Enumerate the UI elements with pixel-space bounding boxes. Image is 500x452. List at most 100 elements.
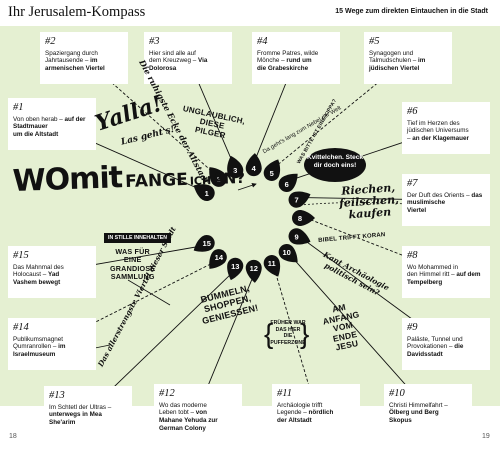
pin-number: 15 (203, 239, 211, 248)
stop-highlight: Via Dolorosa (149, 57, 208, 72)
pin-number: 6 (285, 180, 289, 189)
pin-number: 11 (268, 259, 276, 268)
stop-highlight: nördlich der Altstadt (277, 409, 334, 424)
stop-box-8: #8 Wo Mohammed in den Himmel ritt – auf d… (402, 246, 490, 298)
stop-highlight: Ölberg und Berg Skopus (389, 409, 439, 424)
location-pin-11: 11 (263, 255, 281, 277)
stop-text: Im Schtetl der Ultras – (49, 403, 112, 411)
location-pin-13: 13 (227, 257, 244, 281)
stop-number: #5 (369, 36, 380, 47)
page-subtitle: 15 Wege zum direkten Eintauchen in die S… (335, 8, 488, 15)
stop-text: Spaziergang durch Jahrtausende – (45, 49, 98, 65)
stop-highlight: unterwegs in Mea She'arim (49, 411, 102, 426)
location-pin-14: 14 (209, 249, 227, 269)
header-band (0, 0, 500, 26)
pin-icon (278, 173, 298, 192)
stop-text: Christi Himmelfahrt – (389, 401, 448, 409)
page-title: Ihr Jerusalem-Kompass (8, 4, 146, 20)
stop-number: #12 (159, 388, 175, 399)
stop-highlight: auf der Stadtmauer um die Altstadt (13, 115, 86, 138)
stop-text: Publikumsmagnet Qumranrollen – (13, 335, 64, 351)
stop-number: #10 (389, 388, 405, 399)
pin-number: 2 (217, 175, 221, 184)
stop-number: #1 (13, 102, 24, 113)
stop-number: #15 (13, 250, 29, 261)
stop-text: Fromme Patres, wilde Mönche – (257, 49, 319, 65)
stop-text: Wo Mohammed in den Himmel ritt – (407, 263, 458, 279)
pin-icon (263, 255, 281, 277)
riechen-annotation: Riechen, feilschen, kaufen (338, 181, 400, 222)
question-an: AN? (211, 168, 246, 189)
pin-number: 5 (270, 169, 274, 178)
stop-number: #8 (407, 250, 418, 261)
pin-number: 9 (294, 232, 298, 241)
pin-icon (263, 159, 281, 181)
pin-icon (288, 191, 311, 208)
stop-text: Das Mahnmal des Holocaust – (13, 263, 64, 279)
location-pin-9: 9 (288, 228, 311, 245)
stop-text: Tief im Herzen des jüdischen Universums … (407, 119, 469, 142)
brace-left-icon: { (264, 318, 274, 349)
location-pin-4: 4 (245, 153, 262, 177)
stop-number: #14 (13, 322, 29, 333)
question-fange: FANGE (124, 169, 189, 193)
kvittelchen-bubble: Kvittelchen. Steck dir doch eins! (304, 148, 366, 182)
stop-number: #7 (407, 178, 418, 189)
pin-icon (209, 167, 227, 187)
stop-text: Wo das moderne Leben tobt – (159, 401, 207, 417)
pin-icon (227, 155, 244, 179)
stop-number: #11 (277, 388, 292, 399)
stop-highlight: von Mahane Yehuda zur German Colony (159, 409, 218, 432)
stop-box-12: #12 Wo das moderne Leben tobt – von Mahan… (154, 384, 242, 436)
location-pin-6: 6 (278, 173, 298, 192)
location-pin-12: 12 (245, 259, 262, 283)
brace-right-icon: } (300, 318, 310, 349)
stop-number: #6 (407, 106, 418, 117)
pin-icon (209, 249, 227, 269)
location-pin-15: 15 (193, 235, 215, 252)
location-pin-8: 8 (292, 210, 315, 226)
stop-text: Der Duft des Orients – (407, 191, 470, 199)
stop-highlight: an der Klagemauer (412, 134, 469, 142)
stop-text: Paläste, Tunnel und Provokationen – (407, 335, 463, 351)
pin-icon (278, 244, 298, 263)
stop-text: Hier sind alle auf dem Kreuzweg – (149, 49, 197, 65)
stop-text: Archäologie trifft Legende – (277, 401, 323, 417)
stop-highlight: rund um die Grabeskirche (257, 57, 312, 72)
stop-number: #4 (257, 36, 268, 47)
stop-number: #9 (407, 322, 418, 333)
stop-highlight: im jüdischen Viertel (369, 57, 426, 72)
sammlung-annotation: WAS FÜR EINE GRANDIOSE SAMMLUNG (110, 247, 156, 282)
stop-highlight: Yad Vashem bewegt (13, 271, 61, 286)
pin-number: 8 (298, 214, 302, 223)
stop-number: #2 (45, 36, 56, 47)
pin-icon (245, 259, 262, 283)
stop-highlight: im armenischen Viertel (45, 57, 105, 72)
location-pin-1: 1 (193, 184, 215, 201)
stop-highlight: das muslimische Viertel (407, 191, 483, 214)
pin-icon (288, 228, 311, 245)
stop-highlight: auf dem Tempelberg (407, 271, 481, 286)
pin-number: 3 (233, 166, 237, 175)
connector-line (274, 57, 409, 168)
pin-number: 7 (294, 196, 298, 205)
stop-text: Synagogen und Talmudschulen – (369, 49, 417, 65)
pin-number: 4 (252, 164, 257, 173)
stille-badge: IN STILLE INNEHALTEN (104, 233, 171, 243)
stop-highlight: die Davidsstadt (407, 343, 464, 358)
stop-number: #13 (49, 390, 65, 401)
pin-icon (193, 235, 215, 252)
location-pin-7: 7 (288, 191, 311, 208)
pin-number: 10 (282, 248, 290, 257)
